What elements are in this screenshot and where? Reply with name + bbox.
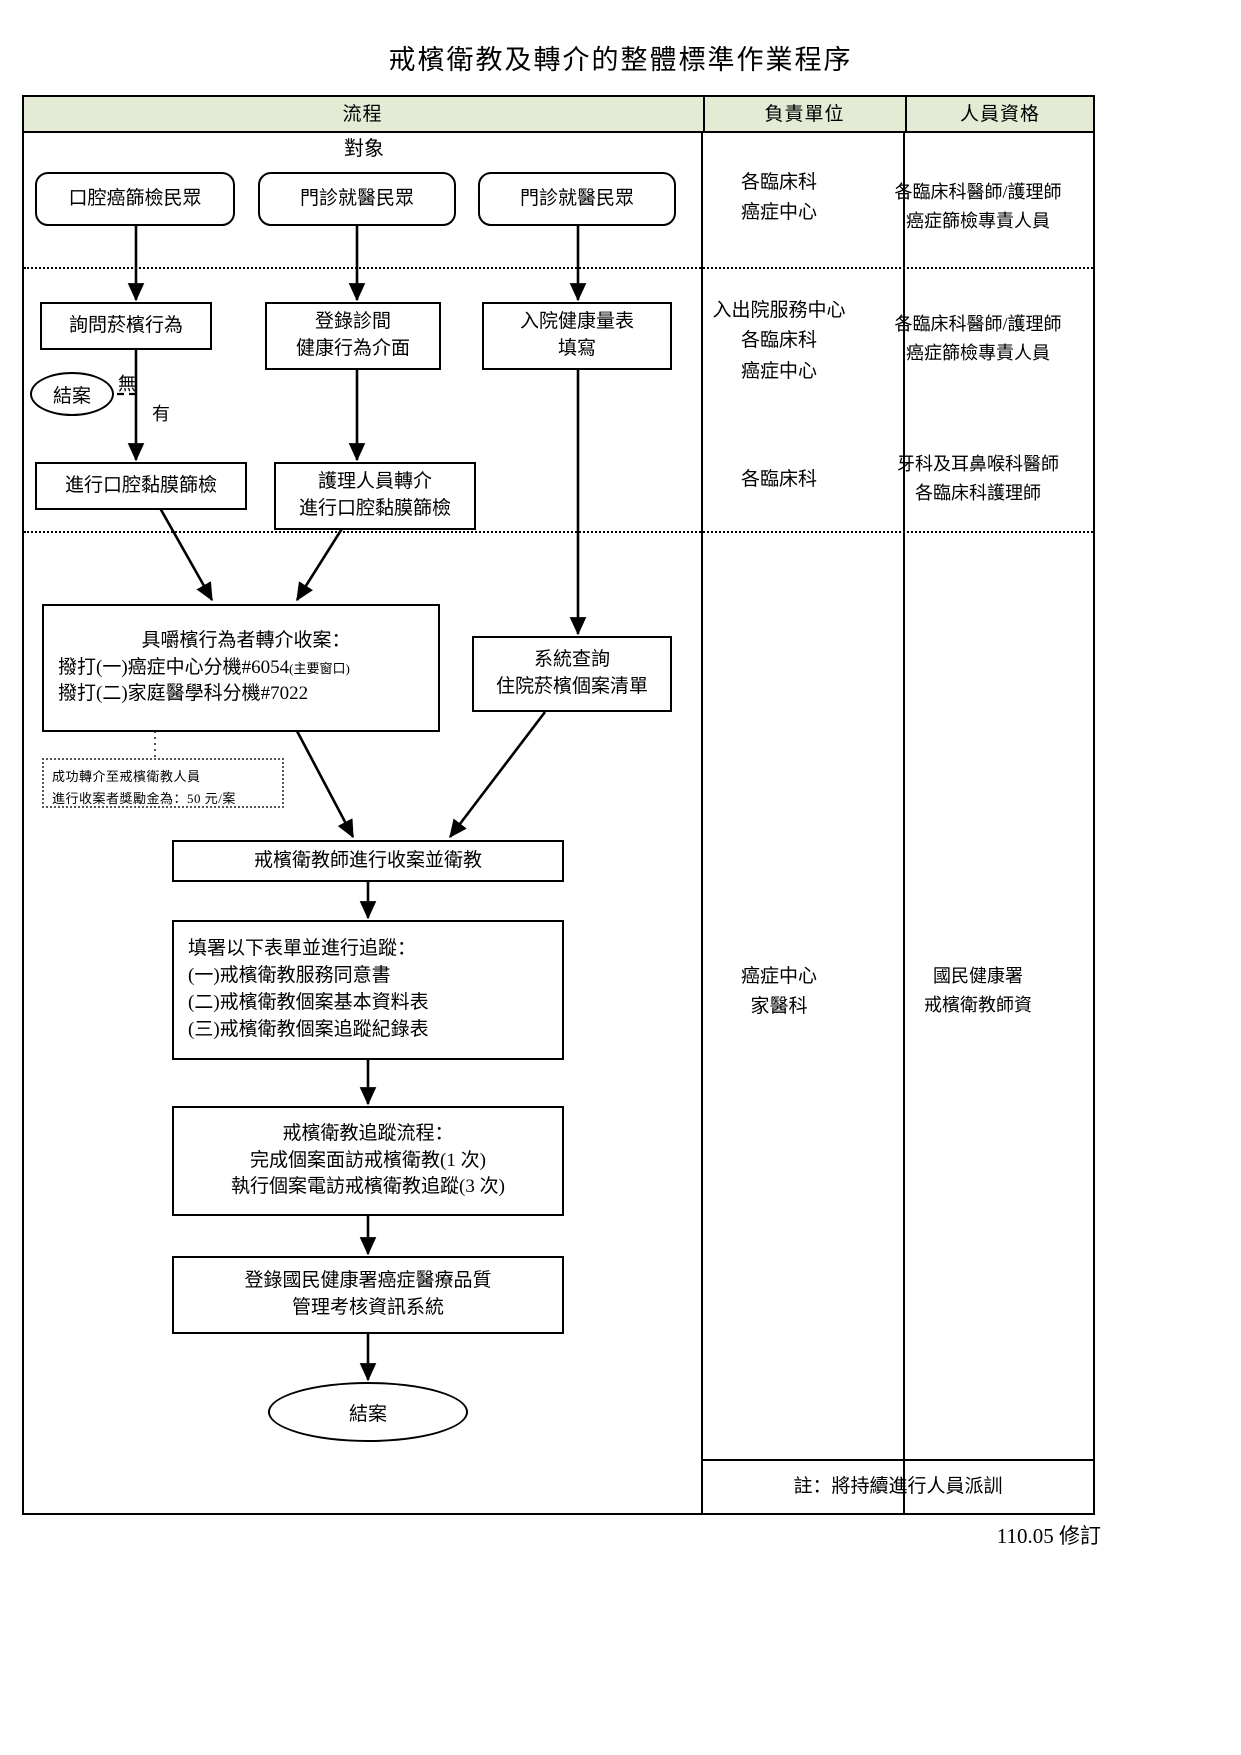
- unit-line: 入出院服務中心: [712, 300, 846, 321]
- unit-line: 癌症中心: [740, 360, 817, 382]
- qualification-line: 戒檳衛教師資: [924, 994, 1032, 1015]
- node-label-line-1: 系統查詢: [533, 649, 610, 671]
- forms-item-2: (二)戒檳衛教個案基本資料表: [188, 992, 429, 1013]
- swimlane-divider-1: [24, 267, 1093, 269]
- node-subject-oral-cancer-screening[interactable]: 口腔癌篩檢民眾: [35, 172, 235, 226]
- node-referral-intake-contacts[interactable]: 具嚼檳行為者轉介收案： 撥打(一)癌症中心分機#6054(主要窗口) 撥打(二)…: [42, 604, 440, 732]
- unit-line: 各臨床科: [740, 469, 817, 490]
- node-system-query-inpatient-list[interactable]: 系統查詢 住院菸檳個案清單: [472, 636, 672, 712]
- node-subject-outpatient-2[interactable]: 門診就醫民眾: [478, 172, 676, 226]
- node-close-case-final[interactable]: 結案: [268, 1382, 468, 1442]
- referral-line-2: 撥打(一)癌症中心分機#6054(主要窗口): [58, 655, 434, 682]
- footer-note-divider: [701, 1459, 1093, 1461]
- node-label-line-1: 護理人員轉介: [317, 471, 432, 493]
- node-register-hpa-cancer-quality-system[interactable]: 登錄國民健康署癌症醫療品質 管理考核資訊系統: [172, 1256, 564, 1334]
- sop-table-frame: 流程 負責單位 人員資格 註：將持續進行人員派訓: [22, 95, 1095, 1515]
- qualification-line: 癌症篩檢專責人員: [906, 210, 1050, 231]
- unit-line: 癌症中心: [740, 202, 817, 224]
- unit-line: 家醫科: [750, 996, 808, 1018]
- subjects-label: 對象: [344, 138, 384, 160]
- node-label-line-1: 登錄診間: [314, 311, 391, 333]
- forms-title: 填署以下表單並進行追蹤：: [188, 938, 417, 960]
- table-header-row: 流程 負責單位 人員資格: [24, 97, 1093, 133]
- column-divider-1: [701, 133, 703, 1513]
- referral-line-2-note: (主要窗口): [289, 660, 350, 676]
- incentive-line-2: 進行收案者獎勵金為：50 元/案: [52, 791, 236, 807]
- note-referral-incentive: 成功轉介至戒檳衛教人員 進行收案者獎勵金為：50 元/案: [42, 758, 284, 808]
- qualification-cell-1: 各臨床科醫師/護理師 癌症篩檢專責人員: [883, 178, 1073, 236]
- node-subject-outpatient-1[interactable]: 門診就醫民眾: [258, 172, 456, 226]
- qualification-line: 癌症篩檢專責人員: [906, 342, 1050, 363]
- qualification-cell-4: 國民健康署 戒檳衛教師資: [883, 962, 1073, 1020]
- node-label: 結案: [348, 1403, 387, 1425]
- node-label: 門診就醫民眾: [519, 187, 634, 209]
- registry-line-2: 管理考核資訊系統: [291, 1297, 444, 1318]
- node-admission-health-scale-form[interactable]: 入院健康量表 填寫: [482, 302, 672, 370]
- registry-line-1: 登錄國民健康署癌症醫療品質: [244, 1270, 492, 1292]
- node-followup-process[interactable]: 戒檳衛教追蹤流程： 完成個案面訪戒檳衛教(1 次) 執行個案電訪戒檳衛教追蹤(3…: [172, 1106, 564, 1216]
- edge-label-yes: 有: [152, 404, 170, 424]
- edge-label-no: 無: [118, 374, 136, 394]
- node-nurse-referral-oral-screening[interactable]: 護理人員轉介 進行口腔黏膜篩檢: [274, 462, 476, 530]
- qualification-line: 各臨床科護理師: [915, 482, 1041, 503]
- unit-line: 各臨床科: [740, 330, 817, 352]
- node-label: 詢問菸檳行為: [68, 314, 183, 336]
- node-perform-oral-mucosa-screening[interactable]: 進行口腔黏膜篩檢: [35, 462, 247, 510]
- revision-date: 110.05 修訂: [996, 1524, 1101, 1548]
- column-header-unit: 負責單位: [703, 97, 904, 133]
- swimlane-divider-2: [24, 531, 1093, 533]
- node-register-clinic-health-behavior-interface[interactable]: 登錄診間 健康行為介面: [265, 302, 441, 370]
- node-label: 戒檳衛教師進行收案並衛教: [253, 849, 482, 871]
- node-label: 口腔癌篩檢民眾: [68, 187, 202, 209]
- column-header-flow: 流程: [342, 104, 383, 125]
- followup-title: 戒檳衛教追蹤流程：: [282, 1122, 454, 1144]
- node-label-line-2: 住院菸檳個案清單: [495, 676, 648, 697]
- qualification-line: 牙科及耳鼻喉科醫師: [897, 454, 1059, 474]
- node-label-line-1: 入院健康量表: [519, 311, 634, 333]
- unit-cell-4: 癌症中心 家醫科: [679, 962, 879, 1023]
- incentive-line-1: 成功轉介至戒檳衛教人員: [52, 769, 201, 784]
- referral-title: 具嚼檳行為者轉介收案：: [141, 629, 351, 651]
- page-title: 戒檳衛教及轉介的整體標準作業程序: [388, 45, 853, 75]
- node-label-line-2: 填寫: [557, 338, 596, 359]
- qualification-line: 各臨床科醫師/護理師: [894, 314, 1062, 334]
- column-header-qualification: 人員資格: [905, 97, 1093, 133]
- qualification-cell-2: 各臨床科醫師/護理師 癌症篩檢專責人員: [883, 310, 1073, 368]
- footer-note: 註：將持續進行人員派訓: [793, 1476, 1003, 1497]
- node-forms-and-followup[interactable]: 填署以下表單並進行追蹤： (一)戒檳衛教服務同意書 (二)戒檳衛教個案基本資料表…: [172, 920, 564, 1060]
- node-label: 門診就醫民眾: [299, 187, 414, 209]
- forms-item-3: (三)戒檳衛教個案追蹤紀錄表: [188, 1018, 429, 1040]
- unit-cell-3: 各臨床科: [679, 465, 879, 495]
- node-label-line-2: 健康行為介面: [295, 338, 410, 359]
- referral-line-2-main: 撥打(一)癌症中心分機#6054: [58, 656, 290, 678]
- node-close-case-early[interactable]: 結案: [30, 372, 114, 416]
- qualification-line: 各臨床科醫師/護理師: [894, 182, 1062, 202]
- node-ask-tobacco-betel-behavior[interactable]: 詢問菸檳行為: [40, 302, 212, 350]
- node-label: 結案: [52, 385, 91, 407]
- followup-line-2: 執行個案電訪戒檳衛教追蹤(3 次): [231, 1176, 505, 1198]
- unit-line: 癌症中心: [740, 966, 817, 987]
- followup-line-1: 完成個案面訪戒檳衛教(1 次): [250, 1149, 486, 1171]
- column-divider-2: [903, 133, 905, 1513]
- unit-cell-1: 各臨床科 癌症中心: [679, 168, 879, 229]
- qualification-cell-3: 牙科及耳鼻喉科醫師 各臨床科護理師: [883, 450, 1073, 508]
- node-label: 進行口腔黏膜篩檢: [64, 474, 217, 496]
- node-educator-intake-and-education[interactable]: 戒檳衛教師進行收案並衛教: [172, 840, 564, 882]
- forms-item-1: (一)戒檳衛教服務同意書: [188, 965, 391, 987]
- qualification-line: 國民健康署: [933, 966, 1023, 986]
- node-label-line-2: 進行口腔黏膜篩檢: [298, 498, 451, 519]
- referral-line-3: 撥打(二)家庭醫學科分機#7022: [58, 683, 309, 705]
- unit-line: 各臨床科: [740, 172, 817, 193]
- unit-cell-2: 入出院服務中心 各臨床科 癌症中心: [679, 296, 879, 387]
